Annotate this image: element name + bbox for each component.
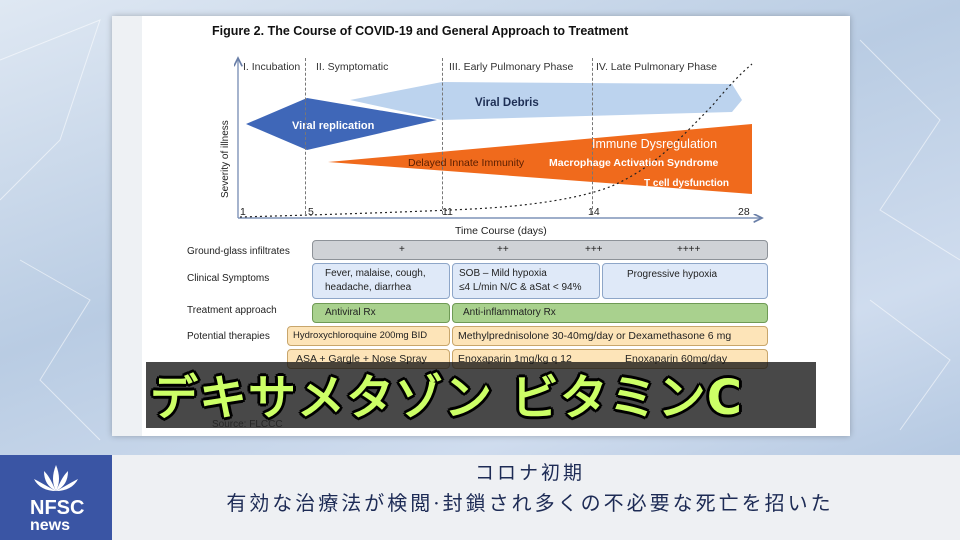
phase-late-pulmonary: IV. Late Pulmonary Phase xyxy=(596,61,718,73)
immune-dysregulation-shape xyxy=(328,124,752,194)
row-label-ground-glass: Ground-glass infiltrates xyxy=(187,246,290,257)
clinical-mid-line2: ≤4 L/min N/C & aSat < 94% xyxy=(459,282,582,293)
clinical-box-early: Fever, malaise, cough, headache, diarrhe… xyxy=(312,263,450,299)
x-tick-11: 11 xyxy=(442,206,453,218)
subtitle-line2: 有効な治療法が検閲·封鎖され多くの不必要な死亡を招いた xyxy=(226,491,834,515)
course-diagram: Viral Debris Viral replication Immune Dy… xyxy=(220,16,850,237)
macrophage-label: Macrophage Activation Syndrome xyxy=(549,157,719,169)
phase-incubation: I. Incubation xyxy=(243,61,301,73)
phase-symptomatic: II. Symptomatic xyxy=(316,61,389,73)
delayed-innate-label: Delayed Innate Immunity xyxy=(408,157,525,169)
clinical-box-late: Progressive hypoxia xyxy=(602,263,768,299)
therapy-hcq-text: Hydroxychloroquine 200mg BID xyxy=(293,330,428,341)
x-axis-label: Time Course (days) xyxy=(455,225,547,237)
immune-dysregulation-label: Immune Dysregulation xyxy=(592,137,717,151)
x-tick-5: 5 xyxy=(308,206,314,218)
clinical-box-mid: SOB – Mild hypoxia ≤4 L/min N/C & aSat <… xyxy=(452,263,600,299)
anti-inflammatory-text: Anti-inflammatory Rx xyxy=(463,307,556,318)
therapy-hcq: Hydroxychloroquine 200mg BID xyxy=(287,326,450,346)
caption-band xyxy=(146,362,816,428)
phase-early-pulmonary: III. Early Pulmonary Phase xyxy=(449,61,574,73)
viral-debris-shape xyxy=(350,82,742,120)
therapy-methyl: Methylprednisolone 30-40mg/day or Dexame… xyxy=(452,326,768,346)
viral-debris-label: Viral Debris xyxy=(475,97,539,109)
viral-replication-label: Viral replication xyxy=(292,120,375,132)
x-tick-1: 1 xyxy=(240,206,246,218)
phase-separator xyxy=(442,58,443,214)
clinical-early-line1: Fever, malaise, cough, xyxy=(325,268,426,279)
anti-inflammatory-bar: Anti-inflammatory Rx xyxy=(452,303,768,323)
phase-separator xyxy=(592,58,593,214)
ground-glass-bar: + ++ +++ ++++ xyxy=(312,240,768,260)
slide-left-strip xyxy=(112,16,142,436)
nfsc-logo xyxy=(0,455,112,540)
subtitle-line1: コロナ初期 xyxy=(474,462,585,484)
y-axis-label: Severity of illness xyxy=(220,120,231,198)
clinical-late-text: Progressive hypoxia xyxy=(627,269,718,280)
caption-text: デキサメタゾン ビタミンC xyxy=(150,370,743,426)
clinical-mid-line1: SOB – Mild hypoxia xyxy=(459,268,547,279)
row-label-treatment: Treatment approach xyxy=(187,305,277,316)
therapy-methyl-text: Methylprednisolone 30-40mg/day or Dexame… xyxy=(458,330,732,342)
clinical-early-line2: headache, diarrhea xyxy=(325,282,412,293)
row-label-therapies: Potential therapies xyxy=(187,331,270,342)
phase-separator xyxy=(305,58,306,214)
slide: Figure 2. The Course of COVID-19 and Gen… xyxy=(112,16,850,436)
x-tick-28: 28 xyxy=(738,206,750,218)
lotus-icon xyxy=(34,465,78,491)
gg-value-4: ++++ xyxy=(677,244,701,255)
gg-value-1: + xyxy=(399,244,405,255)
logo-text-nfsc: NFSC xyxy=(30,497,85,519)
gg-value-2: ++ xyxy=(497,244,509,255)
antiviral-text: Antiviral Rx xyxy=(325,307,376,318)
antiviral-bar: Antiviral Rx xyxy=(312,303,450,323)
gg-value-3: +++ xyxy=(585,244,603,255)
row-label-clinical: Clinical Symptoms xyxy=(187,273,270,284)
severity-curve xyxy=(239,63,753,218)
viral-replication-shape xyxy=(246,98,437,150)
figure-title: Figure 2. The Course of COVID-19 and Gen… xyxy=(212,24,629,38)
x-tick-14: 14 xyxy=(588,206,600,218)
logo-text-news: news xyxy=(30,517,71,534)
lower-third xyxy=(0,455,960,540)
t-cell-label: T cell dysfunction xyxy=(644,178,729,189)
